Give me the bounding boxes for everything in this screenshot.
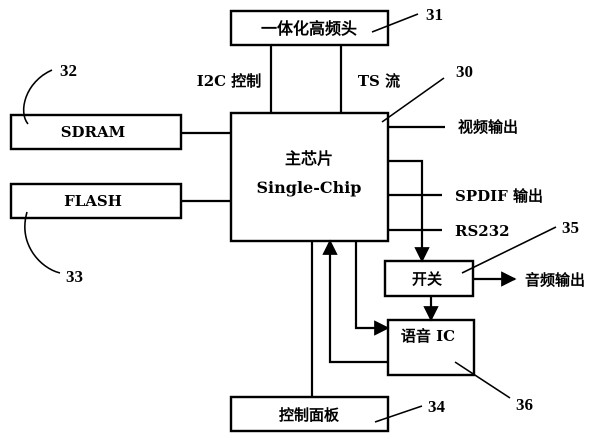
main-chip-label-en: Single-Chip bbox=[257, 178, 362, 197]
main-chip-block: 主芯片 Single-Chip bbox=[229, 111, 390, 243]
audio-out-label: 音频输出 bbox=[525, 271, 585, 289]
ref-36: 36 bbox=[454, 361, 533, 414]
voice-ic-label: 语音 IC bbox=[401, 327, 455, 345]
ts-stream-label: TS 流 bbox=[358, 72, 400, 90]
switch-label: 开关 bbox=[412, 270, 442, 288]
chip-to-switch-line bbox=[388, 159, 430, 263]
ref-31: 31 bbox=[371, 5, 443, 33]
ref-30-label: 30 bbox=[456, 62, 473, 81]
ref-33: 33 bbox=[24, 211, 83, 286]
ref-32-label: 32 bbox=[60, 61, 77, 80]
spdif-out-label: SPDIF 输出 bbox=[455, 187, 543, 205]
tuner-label: 一体化高频头 bbox=[261, 19, 357, 38]
flash-block: FLASH bbox=[9, 182, 183, 220]
tuner-block: 一体化高频头 bbox=[229, 9, 390, 47]
switch-block: 开关 bbox=[383, 259, 475, 298]
video-out-label: 视频输出 bbox=[458, 118, 518, 136]
sdram-label: SDRAM bbox=[61, 123, 126, 141]
ref-34: 34 bbox=[374, 397, 446, 423]
ref-31-label: 31 bbox=[426, 5, 443, 24]
ref-35: 35 bbox=[461, 218, 579, 274]
main-chip-label-cn: 主芯片 bbox=[285, 149, 333, 168]
ref-34-label: 34 bbox=[428, 397, 446, 416]
control-panel-block: 控制面板 bbox=[229, 395, 390, 433]
ref-30: 30 bbox=[381, 62, 473, 123]
ref-36-label: 36 bbox=[516, 395, 533, 414]
rs232-label: RS232 bbox=[455, 222, 510, 240]
flash-label: FLASH bbox=[64, 192, 122, 210]
sdram-block: SDRAM bbox=[9, 113, 183, 151]
ref-35-label: 35 bbox=[562, 218, 579, 237]
ref-33-label: 33 bbox=[66, 267, 83, 286]
voice-to-chip-line bbox=[322, 239, 388, 364]
control-panel-label: 控制面板 bbox=[279, 406, 340, 424]
chip-to-voice-line bbox=[354, 241, 390, 336]
ref-32: 32 bbox=[22, 61, 77, 125]
i2c-control-label: I2C 控制 bbox=[197, 72, 262, 90]
